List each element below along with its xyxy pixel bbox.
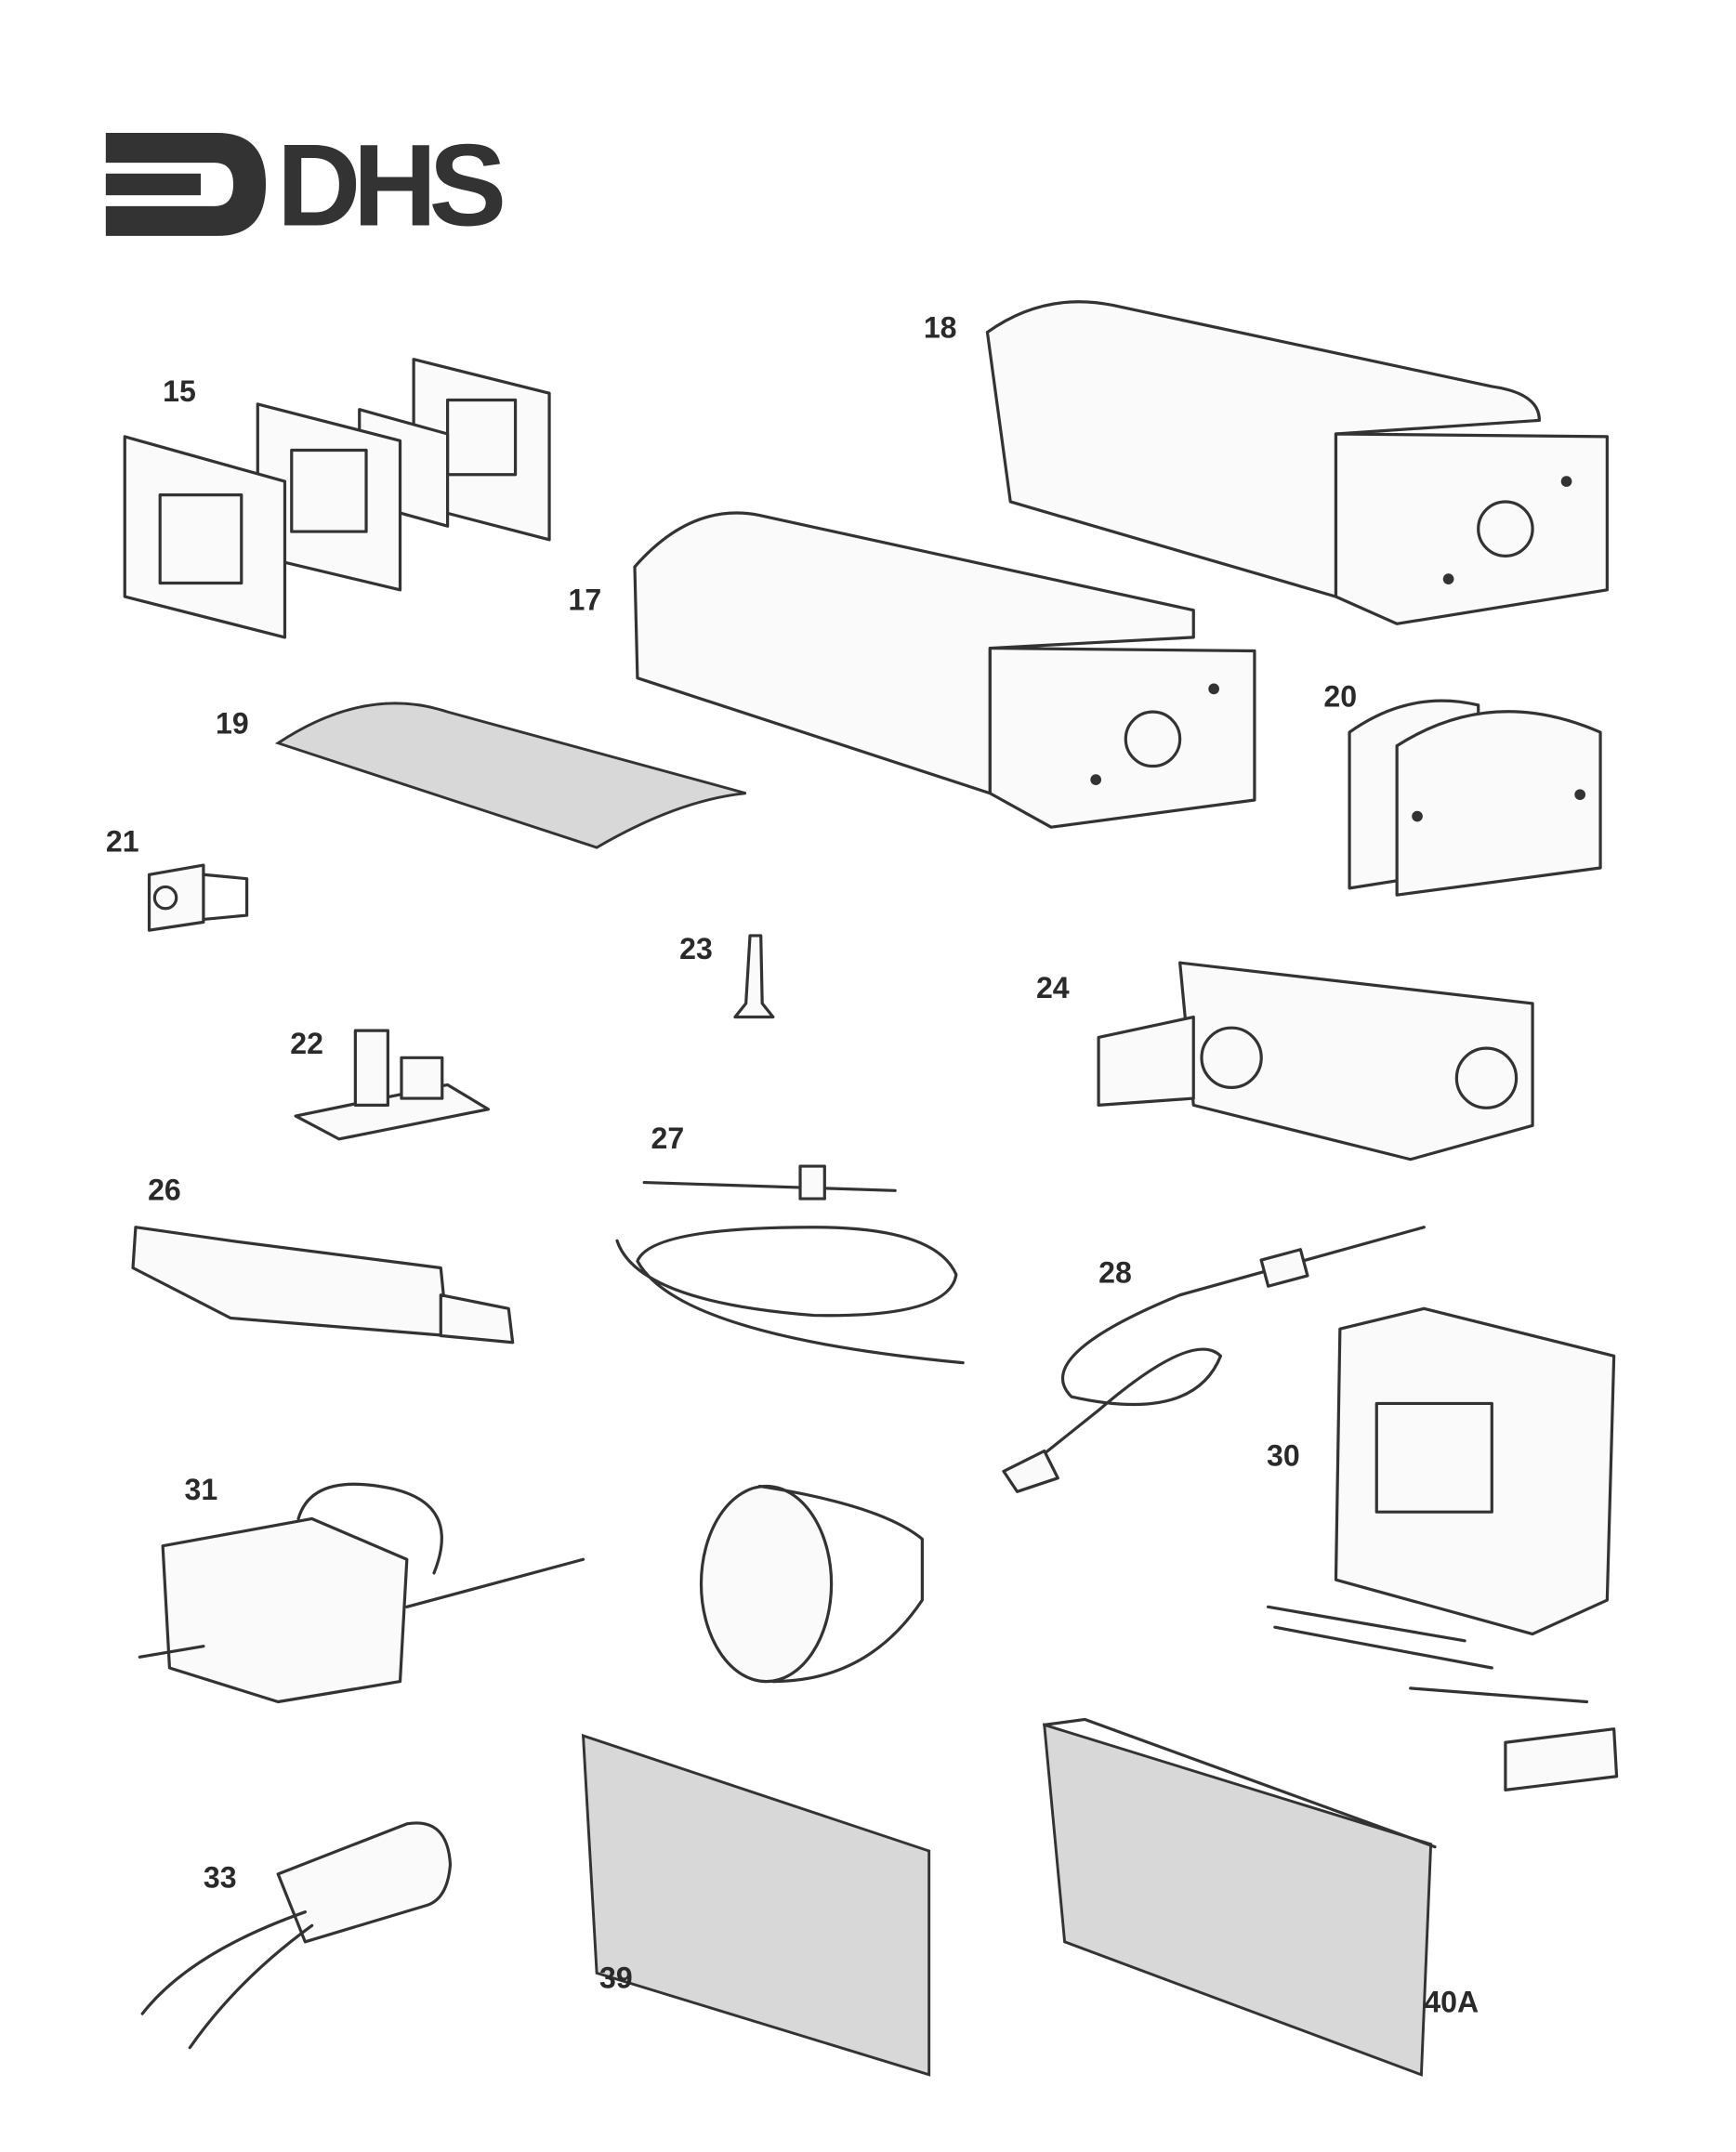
part-17-burner-box: [633, 511, 1256, 829]
label-part-17: 17: [568, 584, 601, 617]
dhs-logo: DHS: [105, 119, 510, 250]
label-part-22: 22: [290, 1027, 323, 1060]
label-part-24: 24: [1036, 971, 1070, 1004]
label-part-23: 23: [679, 932, 713, 965]
part-39-panel: [581, 1733, 931, 2077]
part-27-thermocouple: [615, 1164, 965, 1365]
part-18-burner-box: [985, 300, 1609, 625]
label-part-40a: 40A: [1424, 1986, 1479, 2019]
part-40a-panel: [1043, 1717, 1437, 2077]
label-part-21: 21: [106, 824, 139, 858]
label-part-26: 26: [148, 1174, 181, 1207]
label-part-33: 33: [204, 1860, 237, 1894]
part-28-thermocouple: [1002, 1226, 1426, 1493]
part-15-gaskets: [123, 358, 551, 639]
label-part-19: 19: [216, 707, 249, 741]
label-part-15: 15: [163, 374, 196, 408]
label-part-27: 27: [651, 1122, 685, 1155]
label-part-28: 28: [1098, 1256, 1132, 1290]
part-26-pilot-burner: [131, 1226, 515, 1345]
part-21-orifice: [147, 863, 249, 932]
part-23-electrode: [733, 934, 775, 1019]
logo-text: DHS: [277, 119, 503, 250]
label-part-39: 39: [599, 1961, 633, 1994]
part-30-control-box: [1266, 1306, 1619, 1791]
label-part-20: 20: [1323, 679, 1357, 713]
part-20-end-plates: [1348, 699, 1602, 897]
part-33-capacitor: [140, 1821, 453, 2050]
label-part-31: 31: [184, 1473, 217, 1506]
part-24-gas-valve: [1097, 961, 1534, 1161]
part-thermostat-knob: [699, 1484, 924, 1684]
part-19-panel: [274, 702, 747, 849]
label-part-30: 30: [1267, 1439, 1300, 1473]
label-part-18: 18: [924, 310, 957, 344]
part-22-switch-board: [294, 1029, 490, 1141]
part-31-thermostat: [138, 1482, 585, 1704]
